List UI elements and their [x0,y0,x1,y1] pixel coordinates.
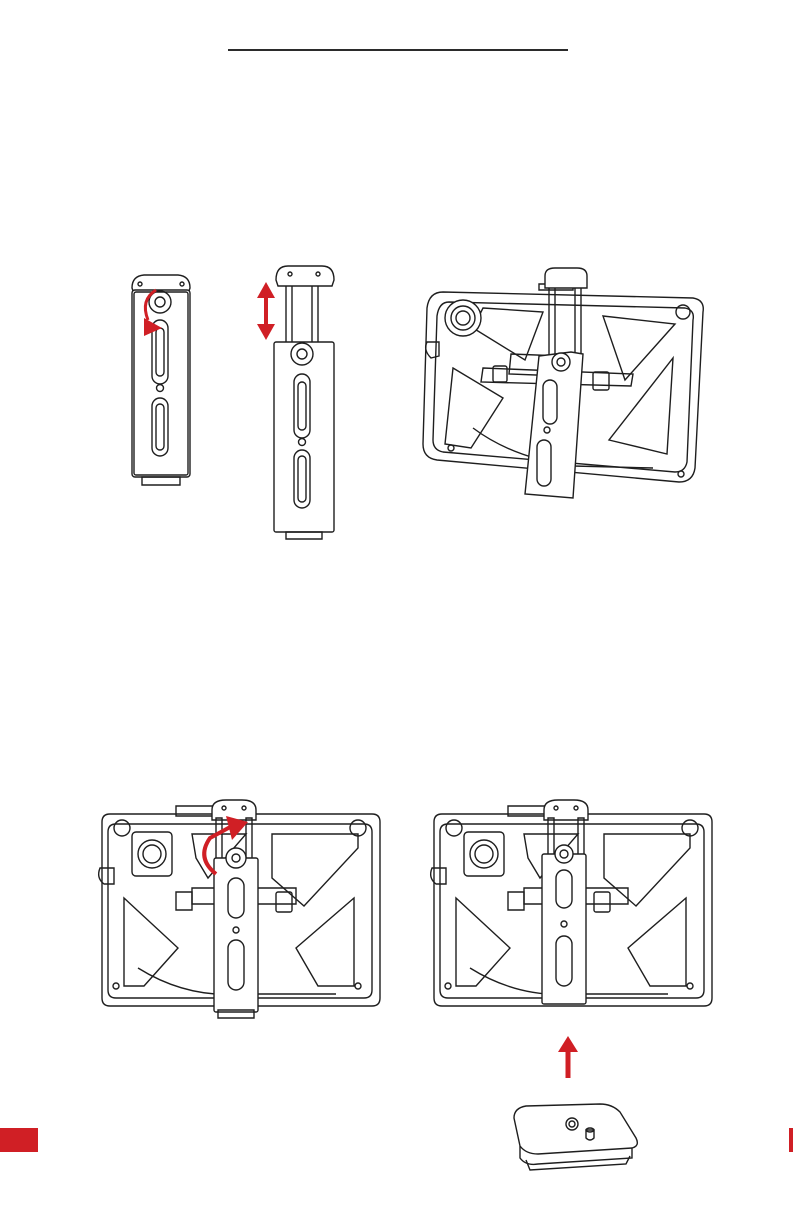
heading-rule [228,49,568,51]
up-arrow-icon [556,1036,580,1078]
quick-release-plate-icon [508,1102,640,1172]
page-tab [0,1128,38,1152]
double-arrow-icon [257,282,275,340]
bracket-on-tablet-figure [413,268,708,512]
page-edge-marker [789,1128,793,1152]
rotate-knob-figure [126,272,196,488]
attach-quick-release-figure [428,798,718,1018]
extend-bracket-figure [256,264,338,540]
tighten-knob-figure [96,798,386,1018]
